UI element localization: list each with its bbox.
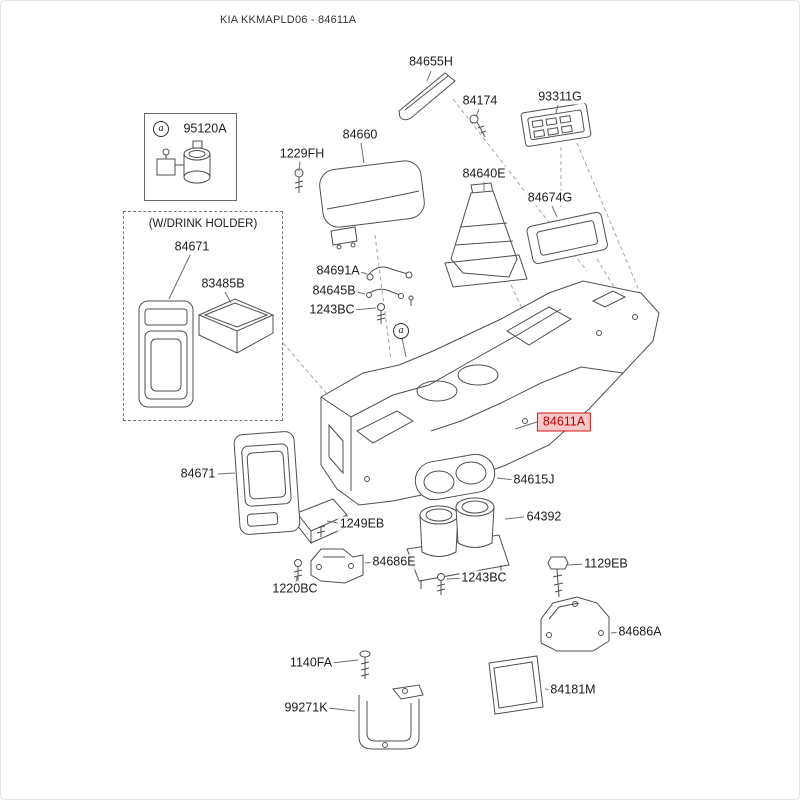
cup-holder-plate-drawing bbox=[412, 451, 497, 502]
switch-panel-drawing bbox=[521, 103, 592, 147]
part-label-84691A[interactable]: 84691A bbox=[314, 263, 362, 279]
bracket-84686E-drawing bbox=[294, 549, 363, 583]
part-label-83485B[interactable]: 83485B bbox=[199, 276, 247, 292]
screw-1229FH-drawing bbox=[295, 169, 303, 193]
part-label-99271K[interactable]: 99271K bbox=[282, 700, 330, 716]
part-label-84174[interactable]: 84174 bbox=[460, 93, 500, 109]
detail-marker-a-box: a bbox=[153, 121, 169, 137]
part-label-1243BC-lower[interactable]: 1243BC bbox=[459, 570, 509, 586]
drink-holder-group-box: (W/DRINK HOLDER) bbox=[123, 211, 283, 421]
part-label-84615J[interactable]: 84615J bbox=[511, 472, 557, 488]
part-label-84671-lower[interactable]: 84671 bbox=[178, 466, 218, 482]
part-label-1140FA[interactable]: 1140FA bbox=[287, 655, 335, 671]
part-label-84181M[interactable]: 84181M bbox=[548, 682, 598, 698]
detail-marker-a-console: a bbox=[393, 323, 409, 339]
drink-holder-tray-drawing bbox=[199, 299, 273, 353]
armrest-drawing bbox=[318, 159, 426, 249]
screw-1140FA-drawing bbox=[360, 651, 370, 679]
part-label-93311G[interactable]: 93311G bbox=[536, 89, 584, 105]
part-label-84686E[interactable]: 84686E bbox=[370, 554, 418, 570]
power-outlet-group-box bbox=[144, 113, 237, 201]
bracket-84686A-drawing bbox=[541, 597, 609, 651]
part-label-84671-drink-holder[interactable]: 84671 bbox=[172, 239, 212, 255]
part-label-1220BC[interactable]: 1220BC bbox=[270, 581, 320, 597]
hinge-brackets-drawing bbox=[367, 267, 414, 324]
part-label-84674G[interactable]: 84674G bbox=[525, 190, 575, 206]
pad-84181M-drawing bbox=[489, 656, 543, 714]
screw-84174-drawing bbox=[470, 115, 486, 137]
shift-boot-drawing bbox=[445, 183, 527, 287]
part-label-1229FH[interactable]: 1229FH bbox=[277, 146, 327, 162]
power-outlet-drawing bbox=[157, 141, 210, 183]
part-label-84640E[interactable]: 84640E bbox=[460, 166, 508, 182]
drink-holder-caption: (W/DRINK HOLDER) bbox=[146, 218, 260, 230]
part-label-64392[interactable]: 64392 bbox=[524, 509, 564, 525]
bolt-1129EB-drawing bbox=[548, 557, 568, 597]
part-label-84660[interactable]: 84660 bbox=[340, 127, 380, 143]
drink-holder-cover-drawing bbox=[139, 301, 193, 407]
part-label-84645B[interactable]: 84645B bbox=[310, 283, 358, 299]
screw-1243BC-lower-drawing bbox=[437, 574, 445, 596]
bracket-99271K-drawing bbox=[359, 685, 423, 749]
part-label-84686A[interactable]: 84686A bbox=[616, 624, 664, 640]
page-title: KIA KKMAPLD06 - 84611A bbox=[220, 14, 357, 26]
bezel-frame-drawing bbox=[526, 211, 608, 264]
part-label-1129EB[interactable]: 1129EB bbox=[582, 556, 630, 572]
part-label-95120A[interactable]: 95120A bbox=[181, 121, 229, 137]
console-body-drawing bbox=[321, 281, 659, 505]
garnish-strip-drawing bbox=[399, 73, 455, 120]
part-label-84611A-highlighted[interactable]: 84611A bbox=[536, 412, 592, 432]
part-label-84655H[interactable]: 84655H bbox=[407, 54, 455, 70]
part-label-1249EB[interactable]: 1249EB bbox=[337, 516, 387, 532]
part-label-1243BC-upper[interactable]: 1243BC bbox=[307, 302, 357, 318]
console-cover-drawing bbox=[234, 431, 347, 543]
